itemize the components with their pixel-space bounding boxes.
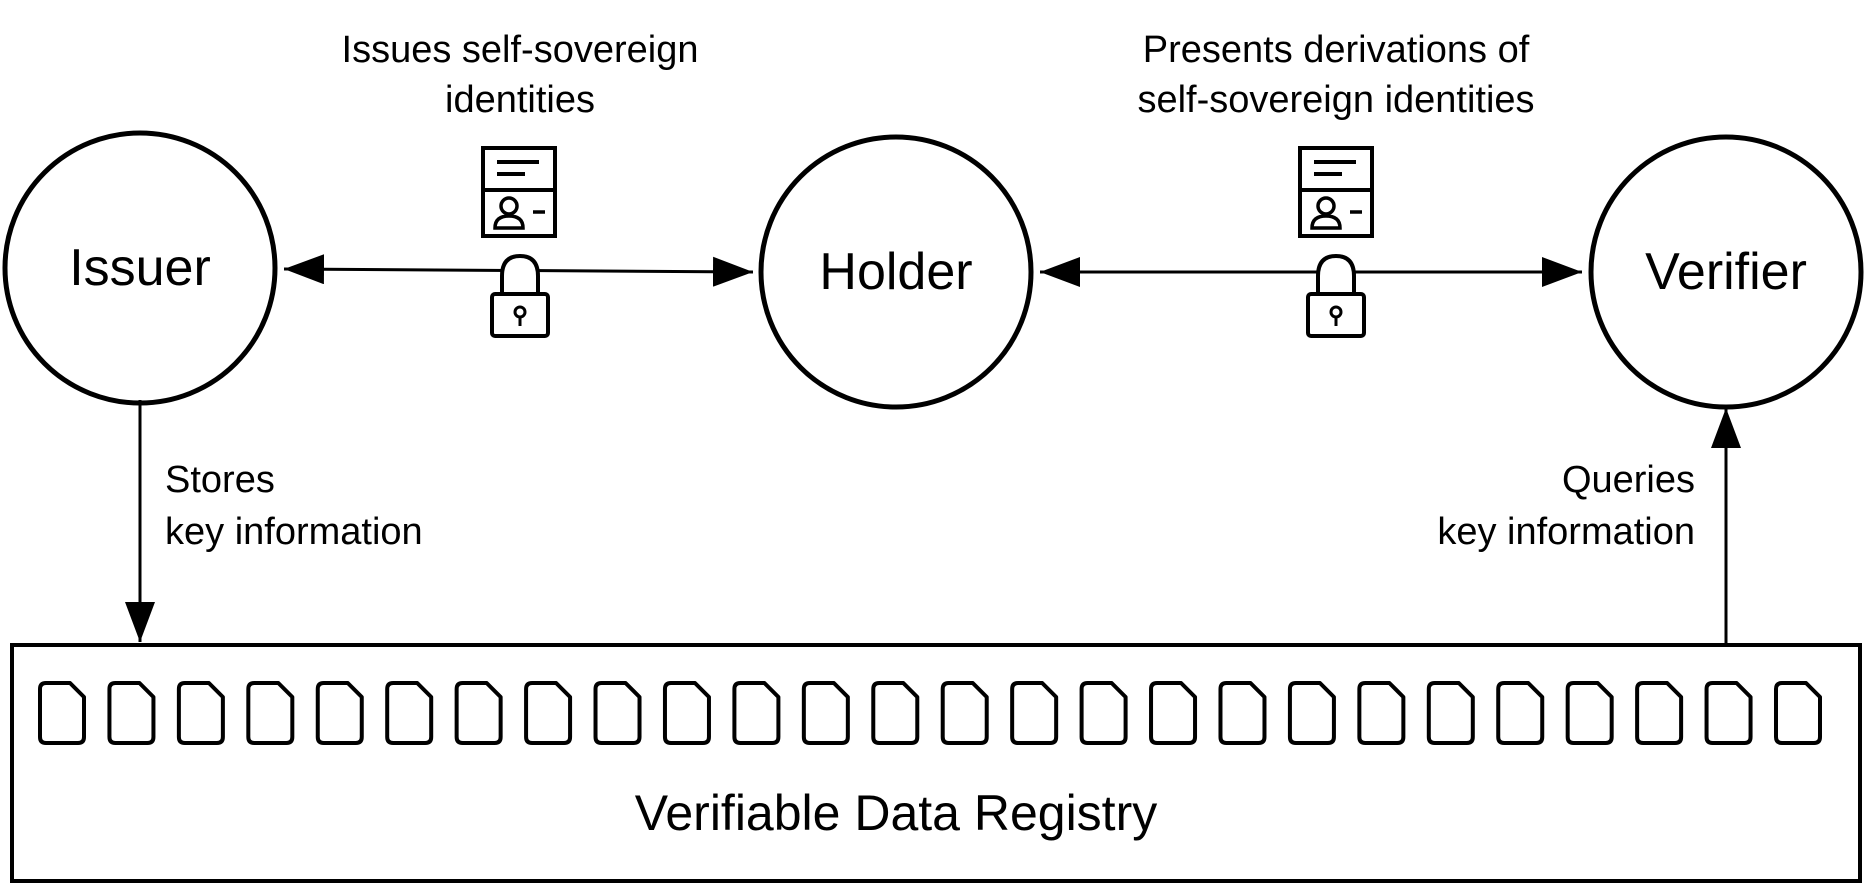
document-icon	[1635, 681, 1684, 745]
verifiable-data-registry: Verifiable Data Registry	[10, 643, 1862, 883]
issuer-node: Issuer	[2, 130, 278, 406]
document-icon	[38, 681, 86, 745]
document-icon	[176, 681, 225, 745]
issuer-registry-label-line1: Stores	[165, 459, 275, 501]
registry-documents	[38, 681, 1822, 745]
holder-verifier-label-line1: Presents derivations of	[1143, 29, 1530, 71]
issuer-holder-edge: Issues self-sovereign identities	[283, 29, 754, 338]
document-icon	[1287, 681, 1336, 745]
document-icon	[246, 681, 295, 745]
issuer-label: Issuer	[69, 239, 211, 297]
registry-label: Verifiable Data Registry	[635, 785, 1157, 841]
document-icon	[1010, 681, 1059, 745]
document-icon	[1218, 681, 1267, 745]
document-icon	[1079, 681, 1128, 745]
document-icon	[732, 681, 781, 745]
document-icon	[1774, 681, 1822, 745]
id-card-icon	[481, 146, 557, 238]
holder-verifier-label-line2: self-sovereign identities	[1137, 79, 1534, 121]
holder-node: Holder	[758, 134, 1034, 410]
registry-verifier-label-line1: Queries	[1562, 459, 1695, 501]
id-card-icon	[1298, 146, 1374, 238]
document-icon	[940, 681, 989, 745]
padlock-icon	[1306, 253, 1366, 338]
verifier-label: Verifier	[1645, 243, 1807, 301]
registry-verifier-label-line2: key information	[1437, 511, 1695, 553]
document-icon	[1565, 681, 1614, 745]
document-icon	[524, 681, 573, 745]
padlock-icon	[490, 253, 550, 338]
document-icon	[1704, 681, 1753, 745]
issuer-registry-label-line2: key information	[165, 511, 423, 553]
holder-label: Holder	[819, 243, 972, 301]
document-icon	[871, 681, 920, 745]
holder-verifier-edge: Presents derivations of self-sovereign i…	[1040, 29, 1582, 338]
document-icon	[315, 681, 364, 745]
document-icon	[662, 681, 711, 745]
issuer-holder-label-line1: Issues self-sovereign	[342, 29, 699, 71]
document-icon	[385, 681, 434, 745]
issuer-registry-edge: Stores key information	[125, 400, 423, 642]
document-icon	[801, 681, 850, 745]
document-icon	[1149, 681, 1198, 745]
document-icon	[1496, 681, 1545, 745]
document-icon	[107, 681, 156, 745]
registry-verifier-edge: Queries key information	[1437, 408, 1741, 645]
issuer-holder-label-line2: identities	[445, 79, 595, 121]
verifier-node: Verifier	[1588, 134, 1864, 410]
document-icon	[1426, 681, 1475, 745]
document-icon	[593, 681, 642, 745]
document-icon	[454, 681, 503, 745]
document-icon	[1357, 681, 1406, 745]
